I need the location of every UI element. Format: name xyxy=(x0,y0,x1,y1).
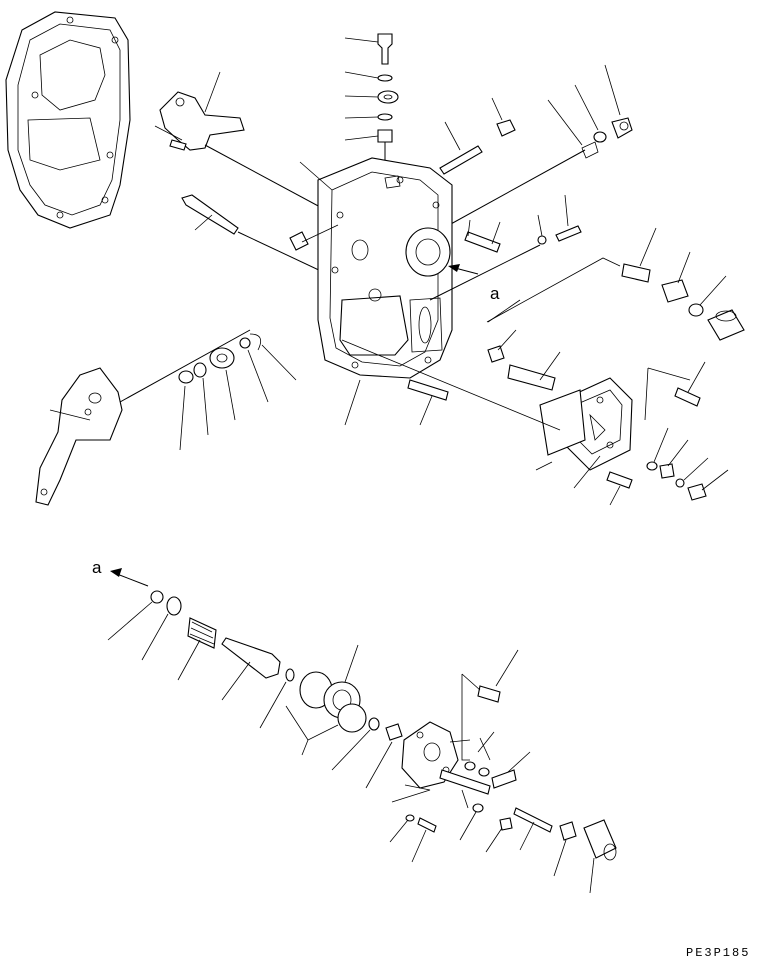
right-upper-bolts xyxy=(429,194,582,301)
lower-right-fittings xyxy=(389,649,617,894)
stud-nut-cap xyxy=(486,227,745,341)
cover-plate-group xyxy=(341,329,633,489)
drawing-code: PE3P185 xyxy=(686,946,751,960)
view-label-lower: a xyxy=(92,558,102,577)
governor-body xyxy=(299,157,453,379)
lever-upper xyxy=(154,71,336,216)
lever-shaft-parts xyxy=(178,333,297,451)
housing-cover xyxy=(5,11,131,229)
plunger-assembly xyxy=(107,590,471,803)
body-bolt-left xyxy=(289,224,339,251)
view-label-upper: a xyxy=(490,284,500,303)
view-arrow-upper xyxy=(448,264,479,275)
lever-lower xyxy=(35,329,251,506)
pin-and-fittings xyxy=(439,64,633,231)
right-lower-fittings xyxy=(606,361,729,506)
top-stack xyxy=(344,33,399,175)
long-bolt xyxy=(181,194,341,281)
under-body-bolts xyxy=(344,379,449,426)
arrow-lower xyxy=(110,568,149,587)
